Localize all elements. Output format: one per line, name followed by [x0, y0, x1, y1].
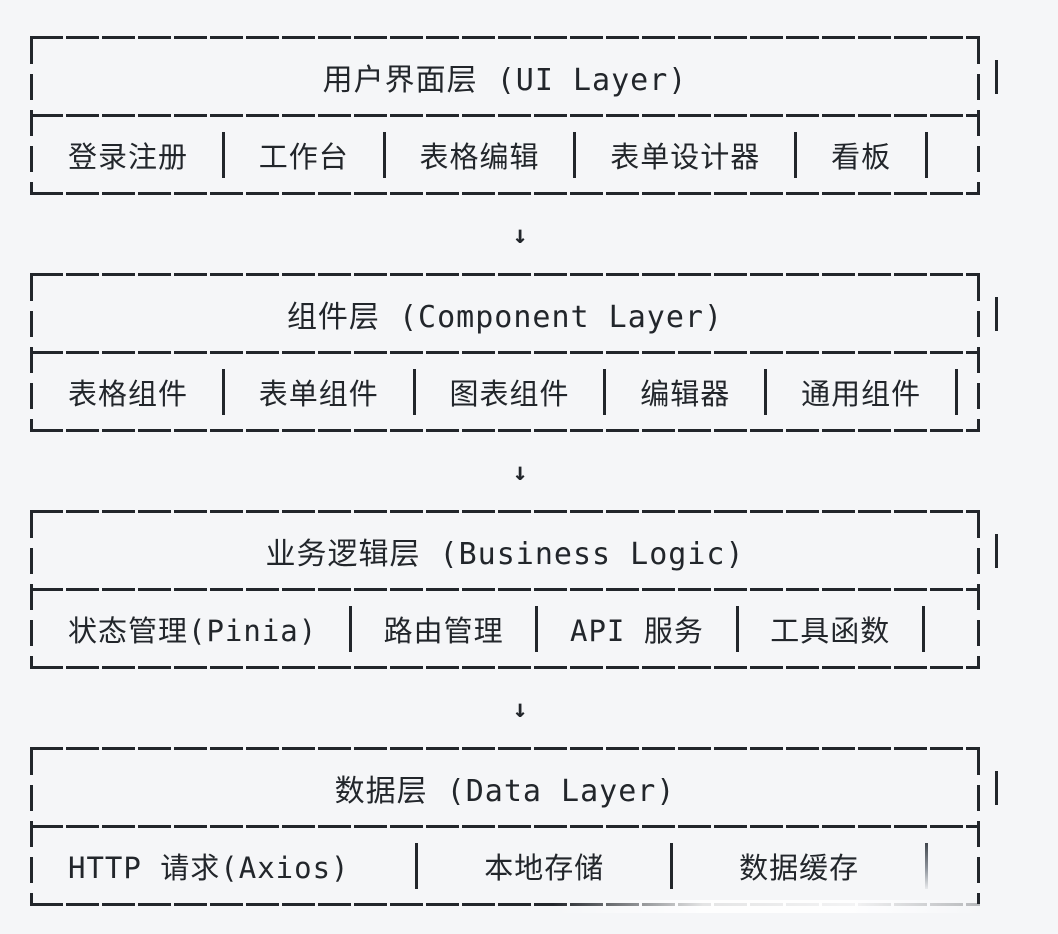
- layer-connector: ↓: [30, 669, 980, 747]
- layer-title-row: 数据层 (Data Layer): [30, 750, 998, 825]
- layer-item: 登录注册: [68, 139, 189, 174]
- layer-title: 业务逻辑层 (Business Logic): [265, 536, 745, 572]
- title-items-separator: [30, 825, 980, 828]
- title-items-separator: [30, 588, 980, 591]
- title-right-pipe-glyph: [995, 533, 998, 568]
- title-items-separator: [30, 114, 980, 117]
- item-separator-pipe: [412, 368, 416, 415]
- item-separator-pipe: [764, 368, 768, 415]
- box-top-border: [30, 510, 980, 513]
- item-separator-pipe: [794, 131, 798, 178]
- item-separator-pipe: [415, 842, 419, 889]
- layer-item: 状态管理(Pinia): [68, 613, 318, 648]
- layer-item: 表单组件: [258, 376, 379, 411]
- box-top-border: [30, 747, 980, 750]
- item-separator-pipe: [735, 605, 739, 652]
- layer-box-data: 数据层 (Data Layer) HTTP 请求(Axios) 本地存储 数据缓…: [30, 747, 998, 913]
- item-separator-pipe: [603, 368, 607, 415]
- layer-item: 看板: [831, 139, 892, 174]
- item-separator-pipe: [573, 131, 577, 178]
- title-right-pipe-glyph: [995, 770, 998, 805]
- layer-item: 表格组件: [68, 376, 189, 411]
- item-separator-pipe: [221, 368, 225, 415]
- box-top-border: [30, 273, 980, 276]
- down-arrow-icon: ↓: [512, 456, 528, 486]
- box-top-border: [30, 36, 980, 39]
- layer-item: 通用组件: [801, 376, 922, 411]
- layer-title: 用户界面层 (UI Layer): [322, 62, 688, 98]
- box-bottom-border-faded: [30, 900, 982, 913]
- layer-item: 工具函数: [770, 613, 891, 648]
- title-right-pipe-glyph: [995, 59, 998, 94]
- layer-title: 组件层 (Component Layer): [286, 299, 724, 335]
- box-bottom-border: [30, 429, 980, 432]
- layer-item: 数据缓存: [739, 850, 860, 885]
- item-trailing-pipe: [921, 605, 925, 652]
- layer-item: HTTP 请求(Axios): [68, 850, 350, 885]
- layer-item: 图表组件: [449, 376, 570, 411]
- layer-title: 数据层 (Data Layer): [334, 773, 676, 809]
- title-items-separator: [30, 351, 980, 354]
- item-separator-pipe: [382, 131, 386, 178]
- layer-stack: 用户界面层 (UI Layer) 登录注册 工作台 表格编辑 表单设计器 看板 …: [30, 36, 998, 913]
- item-separator-pipe: [221, 131, 225, 178]
- layer-items-row: 状态管理(Pinia) 路由管理 API 服务 工具函数: [30, 591, 980, 666]
- box-bottom-border: [30, 666, 980, 669]
- layer-item: API 服务: [569, 613, 704, 648]
- box-bottom-border: [30, 192, 980, 195]
- layer-box-component: 组件层 (Component Layer) 表格组件 表单组件 图表组件 编辑器…: [30, 273, 998, 432]
- layer-items-row: HTTP 请求(Axios) 本地存储 数据缓存: [30, 828, 980, 903]
- layer-title-row: 业务逻辑层 (Business Logic): [30, 513, 998, 588]
- layer-items-row: 登录注册 工作台 表格编辑 表单设计器 看板: [30, 117, 980, 192]
- item-separator-pipe: [535, 605, 539, 652]
- layer-items-row: 表格组件 表单组件 图表组件 编辑器 通用组件: [30, 354, 980, 429]
- down-arrow-icon: ↓: [512, 693, 528, 723]
- layer-connector: ↓: [30, 432, 980, 510]
- layer-box-business-logic: 业务逻辑层 (Business Logic) 状态管理(Pinia) 路由管理 …: [30, 510, 998, 669]
- layer-item: 工作台: [258, 139, 349, 174]
- item-trailing-pipe: [925, 842, 928, 889]
- layer-item: 表单设计器: [610, 139, 761, 174]
- layer-title-row: 用户界面层 (UI Layer): [30, 39, 998, 114]
- item-trailing-pipe: [954, 368, 958, 415]
- down-arrow-icon: ↓: [512, 219, 528, 249]
- layer-connector: ↓: [30, 195, 980, 273]
- layer-item: 编辑器: [640, 376, 731, 411]
- layer-item: 表格编辑: [419, 139, 540, 174]
- layer-item: 本地存储: [484, 850, 605, 885]
- item-trailing-pipe: [924, 131, 928, 178]
- item-separator-pipe: [670, 842, 674, 889]
- layer-item: 路由管理: [383, 613, 504, 648]
- layer-title-row: 组件层 (Component Layer): [30, 276, 998, 351]
- item-separator-pipe: [348, 605, 352, 652]
- title-right-pipe-glyph: [995, 296, 998, 331]
- layer-box-ui: 用户界面层 (UI Layer) 登录注册 工作台 表格编辑 表单设计器 看板: [30, 36, 998, 195]
